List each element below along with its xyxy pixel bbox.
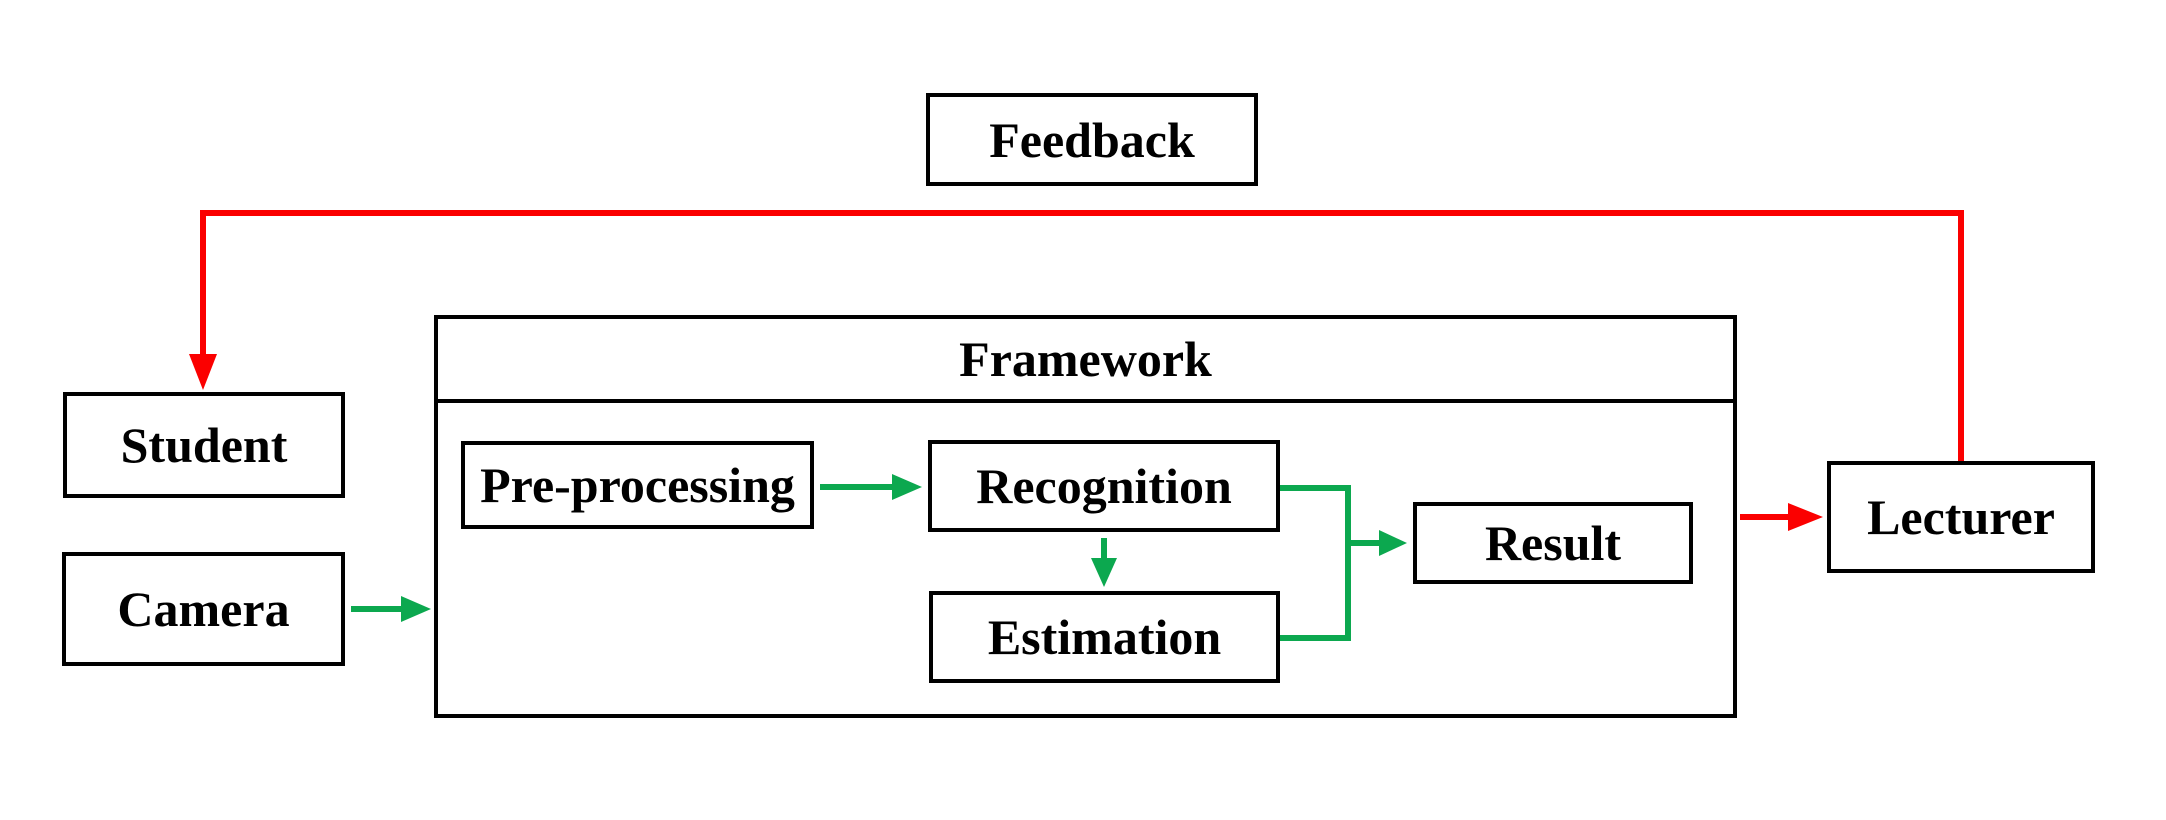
node-student: Student: [63, 392, 345, 498]
node-feedback: Feedback: [926, 93, 1258, 186]
node-result-label: Result: [1484, 515, 1622, 571]
node-feedback-label: Feedback: [989, 111, 1195, 168]
node-student-label: Student: [120, 417, 288, 473]
node-recognition: Recognition: [928, 440, 1280, 532]
node-result: Result: [1413, 502, 1693, 584]
framework-lecturer-arrowhead: [1788, 503, 1823, 531]
arrow-framework-to-lecturer: [1740, 503, 1823, 531]
node-camera-label: Camera: [117, 581, 290, 637]
node-camera: Camera: [62, 552, 345, 666]
node-estimation: Estimation: [929, 591, 1280, 683]
node-framework: Framework: [434, 315, 1737, 718]
node-framework-label: Framework: [959, 331, 1212, 387]
node-preprocessing: Pre-processing: [461, 441, 814, 529]
node-estimation-label: Estimation: [987, 609, 1222, 665]
feedback-loop-arrowhead: [189, 354, 217, 390]
camera-framework-arrowhead: [401, 596, 431, 622]
arrow-camera-to-framework: [351, 596, 431, 622]
node-recognition-label: Recognition: [976, 458, 1232, 514]
node-lecturer-label: Lecturer: [1867, 489, 2055, 545]
node-lecturer: Lecturer: [1827, 461, 2095, 573]
framework-header: Framework: [438, 319, 1733, 403]
node-preprocessing-label: Pre-processing: [480, 457, 795, 513]
